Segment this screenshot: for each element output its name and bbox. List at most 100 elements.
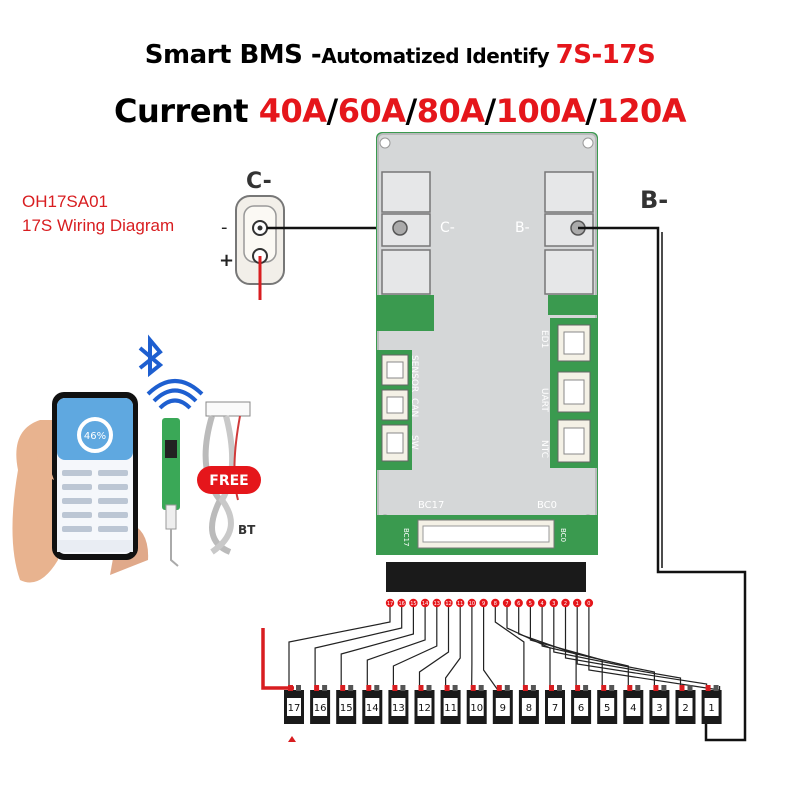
cell-label-box — [652, 698, 667, 716]
wire-number: 7 — [505, 601, 508, 607]
cell-number: 9 — [500, 703, 506, 714]
wire-number: 12 — [445, 601, 451, 607]
cell-number: 17 — [288, 703, 301, 714]
cell-negative-tab — [296, 685, 301, 691]
minus-sign: - — [221, 217, 228, 238]
ed1-port — [557, 324, 591, 362]
cell-negative-tab — [583, 685, 589, 691]
can-port — [381, 389, 409, 421]
ntc-label: NTC — [539, 440, 549, 458]
wire-marker — [409, 598, 418, 608]
sensor-port — [381, 354, 409, 386]
sw-label: SW — [409, 435, 419, 450]
balance-wire — [576, 605, 708, 686]
cell-negative-tab — [635, 685, 641, 691]
cell-number: 4 — [630, 703, 636, 714]
wire-marker — [502, 598, 512, 608]
balance-wire — [392, 605, 438, 686]
bt-label: BT — [238, 523, 256, 537]
wire-marker — [491, 598, 500, 608]
b-minus-label: B- — [640, 186, 668, 214]
cable-bundle — [202, 401, 251, 555]
cell-negative-tab — [504, 685, 510, 691]
cell-positive-tab — [470, 685, 476, 691]
bc0-label: BC0 — [537, 500, 557, 511]
cell-positive-tab — [366, 685, 372, 691]
cell-negative-tab — [557, 685, 562, 691]
balance-wire — [588, 605, 721, 691]
cell-label-box — [365, 698, 380, 716]
current-option: 100A — [495, 92, 586, 130]
cell-positive-tab — [496, 685, 502, 691]
cell-number: 2 — [682, 703, 688, 714]
current-option: 40A — [258, 92, 327, 130]
wire-number: 6 — [517, 601, 520, 607]
board-b-minus-label: B- — [515, 220, 530, 236]
wire-marker — [467, 598, 477, 608]
cell-negative-tab — [400, 685, 406, 691]
balance-wire — [518, 605, 577, 686]
wire-number: 15 — [410, 601, 416, 607]
wire-number: 17 — [387, 601, 393, 607]
cell-label-box — [339, 698, 354, 716]
current-option: 120A — [596, 92, 686, 130]
cell-label-box — [678, 698, 693, 716]
wire-number: 4 — [541, 601, 544, 607]
cell-number: 5 — [604, 703, 610, 714]
cell-positive-tab — [679, 685, 685, 691]
cell-negative-tab — [530, 685, 536, 691]
cell-number: 16 — [314, 703, 327, 714]
title-cell-range: 7S-17S — [555, 40, 656, 70]
cell-negative-tab — [348, 685, 354, 691]
cell-positive-tab — [653, 685, 659, 691]
cell-number: 1 — [708, 703, 714, 714]
current-option: 60A — [337, 92, 406, 130]
title-current-label: Current — [113, 92, 259, 130]
wire-marker — [397, 598, 406, 608]
wire-marker — [526, 598, 535, 608]
cell-label-box — [417, 698, 432, 716]
wire-number: 16 — [399, 601, 405, 607]
balance-wire — [366, 605, 426, 686]
uart-port — [557, 371, 591, 413]
charger-terminal — [235, 195, 285, 300]
model-code: OH17SA01 — [22, 192, 108, 211]
wire-number: 3 — [552, 601, 555, 607]
cell-positive-tab — [705, 685, 711, 691]
balance-wires — [288, 605, 721, 692]
phone-in-hand: 46% — [12, 392, 149, 583]
free-badge: FREE — [197, 466, 261, 494]
balance-wire — [288, 605, 391, 686]
wire-marker — [420, 598, 430, 608]
wifi-signal-icon — [146, 379, 204, 410]
balance-wire — [564, 605, 682, 686]
wire-number: 8 — [494, 601, 497, 607]
cell-negative-tab — [374, 685, 380, 691]
cell-label-box — [600, 698, 615, 716]
bt-module — [162, 418, 180, 567]
balance-wire — [529, 605, 603, 686]
cell-negative-tab — [426, 685, 432, 691]
title-identify: Automatized Identify — [321, 44, 556, 68]
cell-number: 11 — [444, 703, 457, 714]
ed1-label: ED1 — [539, 330, 549, 348]
c-minus-pads — [381, 171, 431, 295]
cell-positive-tab — [340, 685, 346, 691]
current-separator: / — [405, 92, 418, 130]
current-separator: / — [484, 92, 497, 130]
plus-sign: + — [219, 250, 234, 271]
title-line-1: Smart BMS -Automatized Identify 7S-17S — [0, 40, 800, 70]
cell-label-box — [443, 698, 458, 716]
cell-positive-tab — [522, 685, 528, 691]
b-minus-wire — [578, 226, 747, 742]
wire-marker — [432, 598, 441, 608]
cell-negative-tab — [322, 685, 328, 691]
wire-marker — [444, 598, 453, 608]
board-c-minus-label: C- — [440, 220, 455, 236]
cell-negative-tab — [609, 685, 615, 691]
cell-number: 3 — [656, 703, 662, 714]
balance-wire — [553, 605, 656, 686]
cell-number: 15 — [340, 703, 353, 714]
